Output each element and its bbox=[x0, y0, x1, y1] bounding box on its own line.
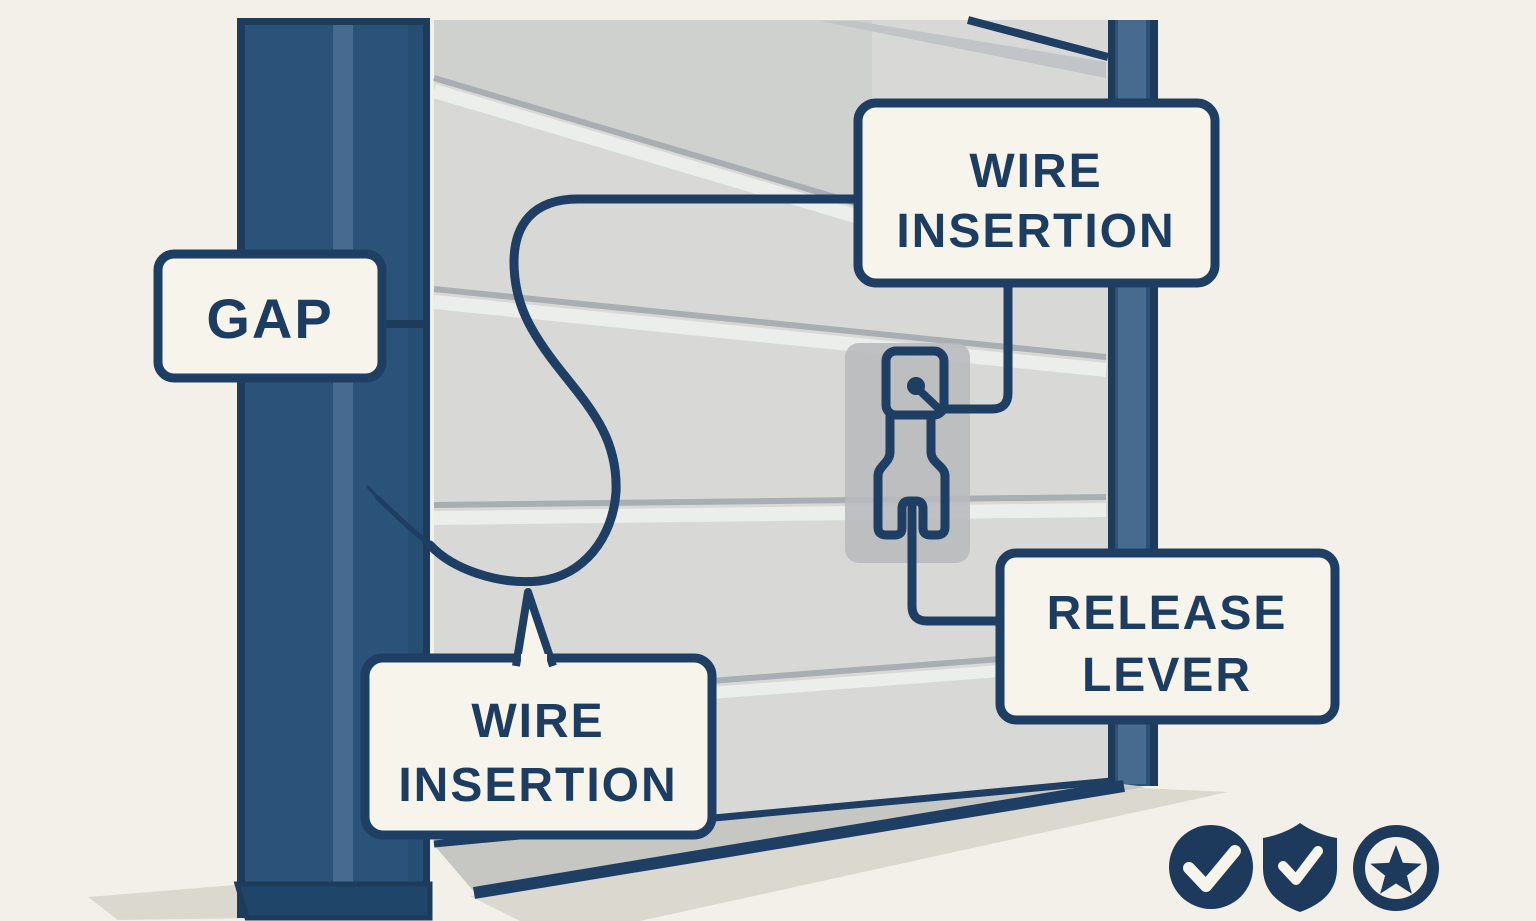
right-post-left-edge bbox=[1108, 20, 1115, 786]
release-cord bbox=[907, 500, 1009, 626]
left-post-floor-shadow bbox=[88, 884, 262, 920]
shield-check-icon bbox=[1263, 823, 1337, 912]
check-circle-mark bbox=[1183, 845, 1241, 892]
bypass-wire bbox=[366, 194, 865, 587]
panel-seam-1 bbox=[433, 75, 873, 211]
shield-check-mark bbox=[1278, 846, 1323, 885]
door-panel-upper-shade bbox=[434, 20, 872, 206]
star-badge-icon bbox=[1353, 825, 1439, 911]
gap-label-text: GAP bbox=[206, 287, 333, 350]
wire-tip-point bbox=[366, 485, 381, 501]
panel-highlight-3 bbox=[433, 503, 1107, 525]
gap-label-box bbox=[153, 249, 387, 383]
wire-insertion-top-line2: INSERTION bbox=[896, 205, 1175, 258]
wire-insertion-top-label: WIRE INSERTION bbox=[853, 98, 1220, 288]
wire-insertion-bottom-tail bbox=[512, 588, 557, 668]
release-lever-box bbox=[995, 548, 1340, 725]
wire-insertion-top-line1: WIRE bbox=[969, 145, 1102, 198]
door-floor-shadow bbox=[470, 787, 1228, 921]
release-lever-line1: RELEASE bbox=[1047, 587, 1288, 640]
wire-insertion-bottom-tail-join bbox=[521, 654, 547, 668]
left-post-base bbox=[233, 881, 433, 921]
release-bracket bbox=[881, 346, 949, 420]
wire-insertion-bottom-line1: WIRE bbox=[471, 695, 604, 748]
wire-insertion-bottom-line2: INSERTION bbox=[398, 759, 677, 812]
left-post-top-edge bbox=[237, 18, 430, 25]
wire-s-curve bbox=[425, 194, 865, 587]
door-top-wedge bbox=[820, 21, 1106, 78]
release-lever-label: RELEASE LEVER bbox=[995, 548, 1340, 725]
wire-tip bbox=[375, 495, 433, 548]
release-lever-line2: LEVER bbox=[1082, 649, 1252, 702]
check-circle-bg bbox=[1169, 825, 1253, 909]
release-mechanism bbox=[873, 346, 1009, 626]
left-post-stripe bbox=[333, 18, 353, 900]
right-post-right-edge bbox=[1150, 20, 1158, 786]
panel-seam-2 bbox=[433, 286, 1107, 360]
star-badge-ring bbox=[1353, 825, 1439, 911]
badge-icons bbox=[1169, 823, 1439, 912]
gap-notch bbox=[386, 320, 430, 328]
panel-seam-3 bbox=[433, 494, 1107, 508]
release-pin bbox=[907, 377, 925, 395]
wire-insertion-top-box bbox=[853, 98, 1220, 288]
panel-highlight-2 bbox=[433, 295, 1107, 377]
gap-label: GAP bbox=[153, 249, 387, 383]
door-bottom-edge-lower bbox=[473, 780, 1125, 899]
door-top-edge bbox=[966, 16, 1110, 61]
left-post-right-edge bbox=[423, 18, 430, 900]
wire-to-release-pin bbox=[935, 277, 1013, 414]
wire-insertion-bottom-label: WIRE INSERTION bbox=[360, 588, 717, 840]
check-circle-icon bbox=[1169, 825, 1253, 909]
left-post-left-edge bbox=[237, 18, 245, 918]
star-shape bbox=[1370, 845, 1422, 894]
